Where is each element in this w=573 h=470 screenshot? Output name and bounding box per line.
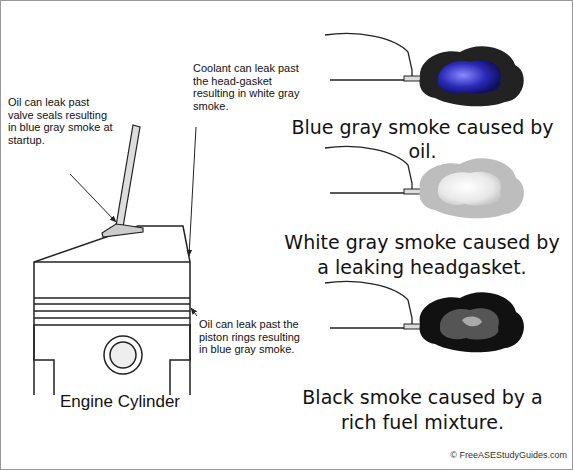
engine-cylinder — [34, 226, 190, 395]
smoke-caption: Black smoke caused by a rich fuel mixtur… — [290, 385, 555, 435]
valve — [102, 125, 143, 237]
callout-text: Oil can leak past the piston rings resul… — [199, 318, 303, 356]
smoke-caption: White gray smoke caused by a leaking hea… — [276, 230, 568, 280]
callout-text: Oil can leak past valve seals resulting … — [8, 96, 116, 146]
black-smoke-car — [325, 282, 524, 353]
figure-title: Engine Cylinder — [40, 392, 200, 412]
callout-text: Coolant can leak past the head-gasket re… — [193, 62, 301, 112]
leader-lines — [70, 127, 197, 316]
smoke-caption: Blue gray smoke caused by oil. — [280, 115, 565, 163]
watermark: © FreeASEStudyGuides.com — [395, 449, 567, 461]
blue-smoke-car — [325, 34, 524, 107]
